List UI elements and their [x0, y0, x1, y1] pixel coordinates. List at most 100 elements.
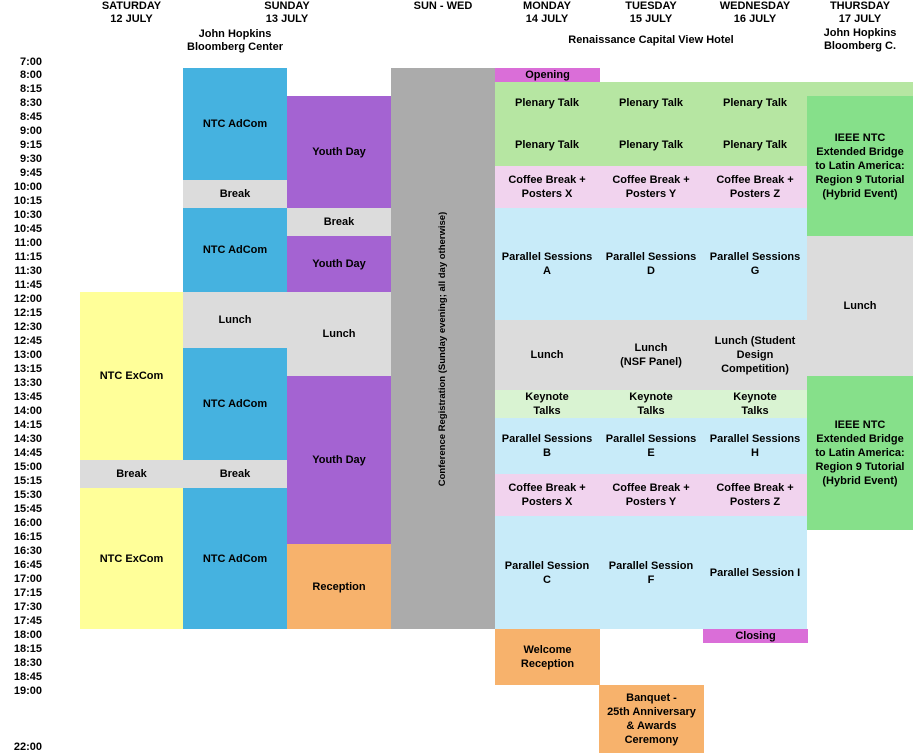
tue-parallel-2: Parallel Sessions E — [599, 418, 703, 474]
time-label: 15:30 — [13, 489, 42, 501]
time-label: 12:15 — [13, 307, 42, 319]
time-label: 10:00 — [13, 181, 42, 193]
time-label: 11:45 — [14, 279, 42, 291]
header-thursday-venue: John Hopkins Bloomberg C. — [823, 27, 897, 52]
header-tuesday-date: 15 JULY — [629, 13, 673, 25]
sun-adcom-3: NTC AdCom — [183, 348, 287, 460]
time-label: 17:15 — [13, 587, 42, 599]
header-sunwed-day: SUN - WED — [413, 0, 473, 12]
sun-youth-1: Youth Day — [287, 96, 391, 208]
time-label: 11:30 — [14, 265, 42, 277]
mon-lunch: Lunch — [495, 320, 599, 390]
time-label: 15:45 — [13, 503, 42, 515]
wed-coffee-2: Coffee Break + Posters Z — [703, 474, 807, 516]
thu-tutorial-2: IEEE NTC Extended Bridge to Latin Americ… — [807, 376, 913, 530]
sun-adcom-1: NTC AdCom — [183, 68, 287, 180]
sun-break-2: Break — [183, 460, 287, 488]
tue-coffee-2: Coffee Break + Posters Y — [599, 474, 703, 516]
time-label: 16:15 — [13, 531, 42, 543]
header-sunwed: SUN - WED — [391, 0, 495, 13]
time-label: 14:00 — [13, 405, 42, 417]
time-label: 11:00 — [14, 237, 42, 249]
header-thursday: THURSDAY 17 JULY — [807, 0, 913, 26]
time-label: 14:45 — [13, 447, 42, 459]
thu-lunch: Lunch — [807, 236, 913, 376]
time-label: 9:30 — [19, 153, 42, 165]
tue-parallel-1: Parallel Sessions D — [599, 208, 703, 320]
time-label: 10:45 — [13, 223, 42, 235]
header-thursday-date: 17 JULY — [838, 13, 882, 25]
mon-plenary-1: Plenary Talk — [495, 82, 599, 124]
wed-closing: Closing — [703, 629, 808, 643]
tue-coffee-1: Coffee Break + Posters Y — [599, 166, 703, 208]
sat-break: Break — [80, 460, 183, 488]
time-label: 10:30 — [13, 209, 42, 221]
sun-lunch-b: Lunch — [287, 292, 391, 376]
wed-parallel-1: Parallel Sessions G — [703, 208, 807, 320]
header-saturday-day: SATURDAY — [101, 0, 162, 12]
wed-lunch: Lunch (Student Design Competition) — [703, 320, 807, 390]
time-label: 19:00 — [13, 685, 42, 697]
time-label: 7:00 — [19, 56, 42, 68]
header-sunday-venue: John Hopkins Bloomberg Center — [187, 28, 283, 53]
conference-registration: Conference Registration (Sunday evening;… — [391, 68, 495, 629]
time-label: 13:45 — [13, 391, 42, 403]
header-sunday-date: 13 JULY — [265, 13, 309, 25]
header-saturday: SATURDAY 12 JULY — [80, 0, 183, 26]
wed-coffee-1: Coffee Break + Posters Z — [703, 166, 807, 208]
thu-tutorial-1: IEEE NTC Extended Bridge to Latin Americ… — [807, 96, 913, 236]
time-label: 17:30 — [13, 601, 42, 613]
time-label: 8:15 — [19, 83, 42, 95]
wed-parallel-2: Parallel Sessions H — [703, 418, 807, 474]
sun-reception: Reception — [287, 544, 391, 629]
time-label: 13:15 — [13, 363, 42, 375]
time-label: 14:30 — [13, 433, 42, 445]
header-monday-date: 14 JULY — [525, 13, 569, 25]
header-tuesday: TUESDAY 15 JULY — [599, 0, 703, 26]
tue-banquet: Banquet - 25th Anniversary & Awards Cere… — [599, 685, 704, 753]
sun-lunch-a: Lunch — [183, 292, 287, 348]
mon-parallel-1: Parallel Sessions A — [495, 208, 599, 320]
sat-excom-1: NTC ExCom — [80, 292, 183, 460]
mon-keynote: Keynote Talks — [495, 390, 599, 418]
mon-welcome-reception: Welcome Reception — [495, 629, 600, 685]
time-label: 18:00 — [13, 629, 42, 641]
sun-break-1: Break — [183, 180, 287, 208]
time-label: 12:30 — [13, 321, 42, 333]
wed-plenary-1: Plenary Talk — [703, 82, 807, 124]
time-label: 14:15 — [13, 419, 42, 431]
time-label: 16:00 — [13, 517, 42, 529]
sun-youth-3: Youth Day — [287, 376, 391, 544]
mon-coffee-2: Coffee Break + Posters X — [495, 474, 599, 516]
time-label: 16:30 — [13, 545, 42, 557]
time-label: 9:15 — [19, 139, 42, 151]
wed-parallel-3: Parallel Session I — [703, 516, 807, 629]
time-label: 16:45 — [13, 559, 42, 571]
mon-parallel-2: Parallel Sessions B — [495, 418, 599, 474]
time-label: 8:45 — [19, 111, 42, 123]
time-label: 18:45 — [13, 671, 42, 683]
mon-coffee-1: Coffee Break + Posters X — [495, 166, 599, 208]
tue-lunch: Lunch (NSF Panel) — [599, 320, 703, 390]
mon-plenary-2: Plenary Talk — [495, 124, 599, 166]
mon-opening: Opening — [495, 68, 600, 82]
mon-parallel-3: Parallel Session C — [495, 516, 599, 629]
header-sunday-day: SUNDAY — [264, 0, 310, 12]
tue-keynote: Keynote Talks — [599, 390, 703, 418]
header-wednesday-day: WEDNESDAY — [719, 0, 791, 12]
header-monday: MONDAY 14 JULY — [495, 0, 599, 26]
sun-adcom-4: NTC AdCom — [183, 488, 287, 629]
time-label: 13:00 — [13, 349, 42, 361]
sat-excom-2: NTC ExCom — [80, 488, 183, 629]
header-wednesday-date: 16 JULY — [733, 13, 777, 25]
time-label: 15:15 — [13, 475, 42, 487]
registration-label: Conference Registration (Sunday evening;… — [437, 211, 448, 486]
sun-break-b: Break — [287, 208, 391, 236]
tue-plenary-1: Plenary Talk — [599, 82, 703, 124]
time-label: 8:30 — [19, 97, 42, 109]
time-label: 10:15 — [13, 195, 42, 207]
time-label: 9:45 — [19, 167, 42, 179]
header-sunday: SUNDAY 13 JULY — [183, 0, 391, 26]
header-saturday-date: 12 JULY — [110, 13, 153, 25]
time-label: 18:30 — [13, 657, 42, 669]
